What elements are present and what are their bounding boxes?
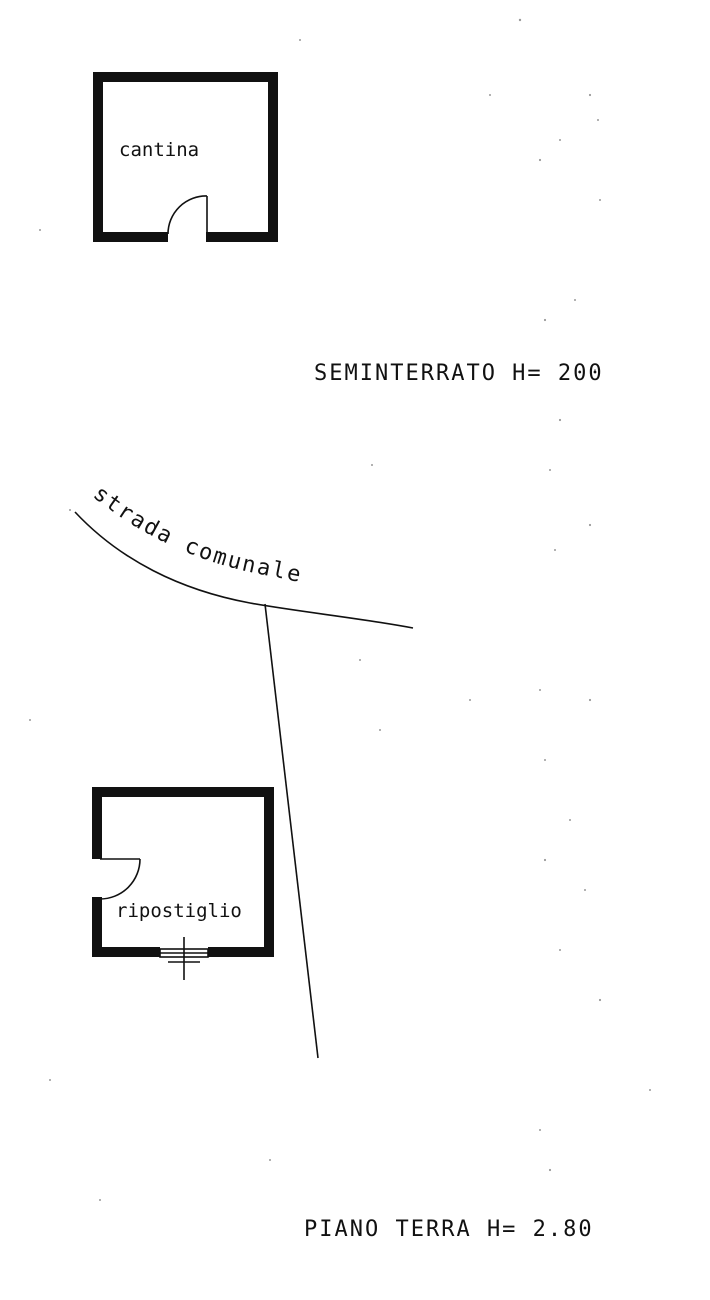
wall [264, 787, 274, 957]
cantina-label: cantina [119, 139, 199, 161]
wall [208, 947, 274, 957]
basement-floor-title: SEMINTERRATO H= 200 [314, 361, 604, 386]
wall [92, 787, 274, 797]
wall [93, 72, 278, 82]
wall [92, 897, 102, 957]
ripostiglio-room [92, 787, 274, 980]
wall [93, 232, 168, 242]
wall [268, 72, 278, 242]
cantina-room [93, 72, 278, 242]
scan-noise [29, 18, 651, 1201]
road-label-path: strada comunale [88, 481, 302, 588]
boundary-line [264, 603, 319, 1059]
door-swing-arc [167, 195, 208, 235]
wall [93, 72, 103, 242]
ground-floor-title: PIANO TERRA H= 2.80 [304, 1217, 594, 1242]
wall [92, 947, 160, 957]
wall [206, 232, 278, 242]
door-swing-arc [99, 858, 141, 900]
wall [92, 787, 102, 859]
road-label: strada comunale [88, 481, 304, 588]
ripostiglio-label: ripostiglio [116, 900, 242, 922]
road-edge-line [74, 511, 414, 629]
